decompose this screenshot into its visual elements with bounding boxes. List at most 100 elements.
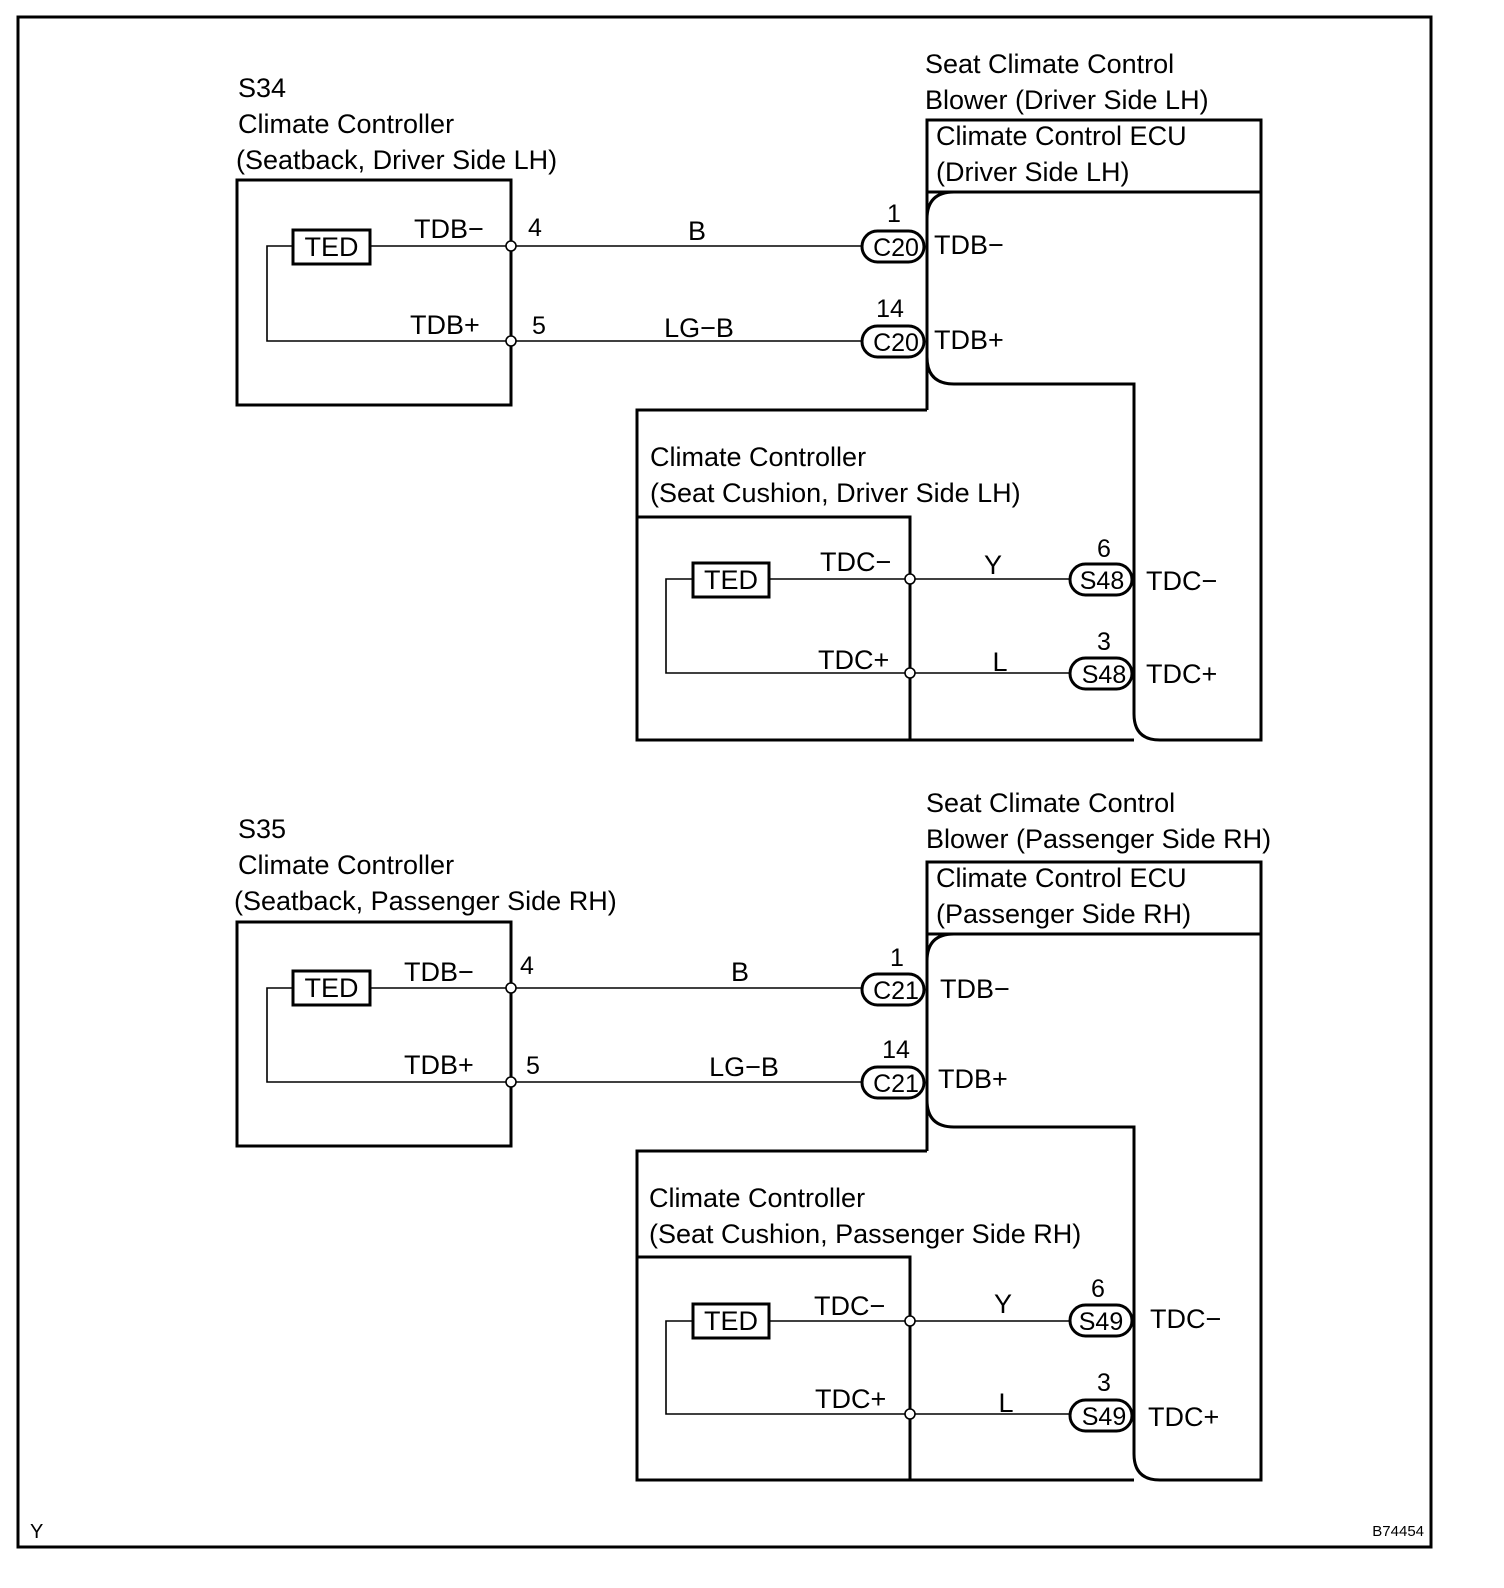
driver-blower-title: Seat Climate Control [925, 49, 1174, 79]
passenger-seatback-pin-pos: 5 [526, 1052, 540, 1080]
driver-cushion-ted-element [691, 561, 771, 599]
driver-seatback-internal-loop [266, 245, 511, 342]
driver-cushion-terminal-neg [904, 573, 916, 585]
driver-seatback-terminal-pos [505, 335, 517, 347]
passenger-ecu-pin-pos: 14 [882, 1036, 910, 1064]
passenger-seatback-controller-box [235, 920, 513, 1148]
driver-cushion-terminal-pos [904, 667, 916, 679]
driver-ecu-term-neg: TDB− [934, 230, 1004, 260]
driver-cushion-conn-pos-id: S48 [1082, 661, 1126, 689]
driver-circuit: S34 Climate Controller (Seatback, Driver… [235, 49, 1263, 742]
passenger-ecu-conn-neg-id: C21 [873, 977, 919, 1005]
passenger-cushion-terminal-neg [904, 1315, 916, 1327]
passenger-seatback-term-neg: TDB− [404, 957, 474, 987]
passenger-seatback-terminal-pos [505, 1076, 517, 1088]
driver-ecu-pin-neg: 1 [887, 200, 901, 228]
driver-cushion-internal-loop [665, 578, 910, 674]
passenger-seatback-terminal-neg [505, 982, 517, 994]
passenger-blower-subtitle: Blower (Passenger Side RH) [926, 824, 1271, 854]
passenger-ecu-subtitle: (Passenger Side RH) [936, 899, 1191, 929]
driver-seatback-term-pos: TDB+ [410, 310, 480, 340]
driver-ecu-pin-pos: 14 [876, 295, 904, 323]
passenger-wire-color-neg: B [731, 957, 749, 987]
passenger-ecu-term-neg: TDB− [940, 974, 1010, 1004]
driver-seatback-pin-pos: 5 [532, 312, 546, 340]
passenger-cushion-controller-box [637, 1255, 912, 1480]
passenger-cushion-conn-neg-term: TDC− [1150, 1304, 1221, 1334]
driver-seatback-title: Climate Controller [238, 109, 454, 139]
passenger-cushion-conn-neg-id: S49 [1079, 1308, 1123, 1336]
passenger-cushion-wire-pos: L [998, 1388, 1013, 1418]
driver-cushion-conn-pos-pin: 3 [1097, 628, 1111, 656]
passenger-connector-c21-pos [860, 1065, 926, 1100]
passenger-blower-title: Seat Climate Control [926, 788, 1175, 818]
driver-seatback-ted-label: TED [305, 232, 359, 262]
passenger-ecu-term-pos: TDB+ [938, 1064, 1008, 1094]
driver-blower-subtitle: Blower (Driver Side LH) [925, 85, 1209, 115]
passenger-seatback-internal-loop [266, 987, 511, 1083]
driver-ecu-body [925, 190, 1263, 742]
driver-cushion-ted-label: TED [704, 565, 758, 595]
diagram-frame [16, 15, 1433, 1549]
driver-connector-s48-neg [1068, 562, 1134, 597]
passenger-circuit: S35 Climate Controller (Seatback, Passen… [234, 788, 1271, 1482]
driver-seatback-terminal-neg [505, 240, 517, 252]
driver-cushion-title: Climate Controller [650, 442, 866, 472]
passenger-ecu-title: Climate Control ECU [936, 863, 1187, 893]
passenger-connector-s49-neg [1068, 1303, 1134, 1338]
passenger-connector-c21-neg [860, 972, 926, 1007]
passenger-connector-s49-pos [1068, 1398, 1134, 1433]
passenger-cushion-term-pos: TDC+ [815, 1384, 886, 1414]
driver-seatback-subtitle: (Seatback, Driver Side LH) [236, 145, 557, 175]
driver-seatback-term-neg: TDB− [414, 214, 484, 244]
passenger-cushion-internal-loop [665, 1320, 910, 1415]
passenger-cushion-subtitle: (Seat Cushion, Passenger Side RH) [649, 1219, 1081, 1249]
passenger-cushion-outer-box [635, 1149, 1134, 1482]
passenger-ecu-pin-neg: 1 [890, 944, 904, 972]
passenger-cushion-conn-pos-pin: 3 [1097, 1369, 1111, 1397]
driver-cushion-subtitle: (Seat Cushion, Driver Side LH) [650, 478, 1021, 508]
driver-cushion-controller-box [637, 515, 912, 740]
passenger-seatback-pin-neg: 4 [520, 952, 534, 980]
driver-ecu-title: Climate Control ECU [936, 121, 1187, 151]
driver-wire-color-pos: LG−B [664, 313, 734, 343]
footer-left-code: Y [30, 1521, 43, 1543]
driver-connector-s48-pos [1068, 656, 1134, 691]
driver-seatback-controller-box [235, 178, 513, 407]
driver-connector-c20-neg [860, 229, 926, 264]
passenger-cushion-wire-neg: Y [994, 1289, 1012, 1319]
passenger-cushion-title: Climate Controller [649, 1183, 865, 1213]
passenger-cushion-term-neg: TDC− [814, 1291, 885, 1321]
driver-ecu-conn-neg-id: C20 [873, 234, 919, 262]
driver-cushion-conn-neg-term: TDC− [1146, 566, 1217, 596]
passenger-wire-color-pos: LG−B [709, 1052, 779, 1082]
driver-ecu-subtitle: (Driver Side LH) [936, 157, 1130, 187]
driver-cushion-term-pos: TDC+ [818, 645, 889, 675]
passenger-cushion-conn-neg-pin: 6 [1091, 1275, 1105, 1303]
passenger-cushion-terminal-pos [904, 1408, 916, 1420]
driver-cushion-wire-neg: Y [984, 550, 1002, 580]
driver-cushion-conn-neg-pin: 6 [1097, 535, 1111, 563]
driver-wire-color-neg: B [688, 216, 706, 246]
driver-connector-c20-pos [860, 324, 926, 359]
passenger-seatback-subtitle: (Seatback, Passenger Side RH) [234, 886, 617, 916]
driver-ecu-term-pos: TDB+ [934, 325, 1004, 355]
driver-seatback-pin-neg: 4 [528, 214, 542, 242]
passenger-seatback-title: Climate Controller [238, 850, 454, 880]
passenger-ecu-body [925, 932, 1263, 1482]
passenger-seatback-ted-label: TED [305, 973, 359, 1003]
passenger-cushion-conn-pos-term: TDC+ [1148, 1402, 1219, 1432]
passenger-ecu-conn-pos-id: C21 [873, 1070, 919, 1098]
passenger-cushion-conn-pos-id: S49 [1082, 1403, 1126, 1431]
driver-seatback-connector-id: S34 [238, 73, 286, 103]
driver-cushion-term-neg: TDC− [820, 547, 891, 577]
driver-ecu-conn-pos-id: C20 [873, 329, 919, 357]
driver-seatback-ted-element [291, 228, 372, 266]
passenger-seatback-connector-id: S35 [238, 814, 286, 844]
passenger-seatback-term-pos: TDB+ [404, 1050, 474, 1080]
figure-id: B74454 [1372, 1523, 1424, 1540]
passenger-cushion-ted-label: TED [704, 1306, 758, 1336]
driver-cushion-wire-pos: L [992, 647, 1007, 677]
driver-cushion-conn-neg-id: S48 [1080, 567, 1124, 595]
